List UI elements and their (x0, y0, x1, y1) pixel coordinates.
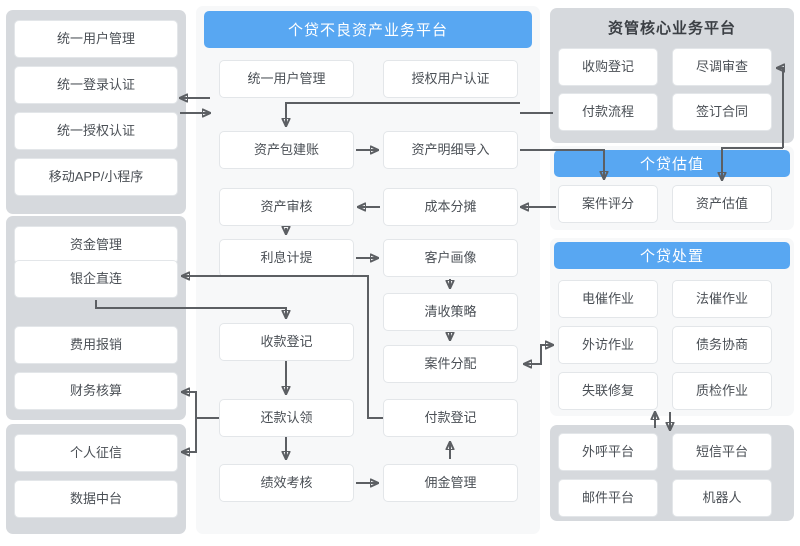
right-disposal-item-debt-negotiation[interactable]: 债务协商 (672, 326, 772, 364)
left-item-data-midplatform[interactable]: 数据中台 (14, 480, 178, 518)
center-node-payment-registration[interactable]: 付款登记 (383, 399, 518, 437)
center-node-asset-review[interactable]: 资产审核 (219, 188, 354, 226)
center-node-authorized-user-auth[interactable]: 授权用户认证 (383, 60, 518, 98)
center-node-case-assignment[interactable]: 案件分配 (383, 345, 518, 383)
right-valuation-title: 个贷估值 (554, 150, 790, 177)
left-item-expense-reimbursement[interactable]: 费用报销 (14, 326, 178, 364)
right-channel-item-outbound-call[interactable]: 外呼平台 (558, 433, 658, 471)
center-node-commission-mgmt[interactable]: 佣金管理 (383, 464, 518, 502)
left-item-unified-user-mgmt[interactable]: 统一用户管理 (14, 20, 178, 58)
left-item-personal-credit[interactable]: 个人征信 (14, 434, 178, 472)
right-valuation-item-case-scoring[interactable]: 案件评分 (558, 185, 658, 223)
right-valuation-item-asset-valuation[interactable]: 资产估值 (672, 185, 772, 223)
center-platform-title: 个贷不良资产业务平台 (204, 11, 532, 48)
right-disposal-item-contact-repair[interactable]: 失联修复 (558, 372, 658, 410)
left-item-bank-enterprise-direct[interactable]: 银企直连 (14, 260, 178, 298)
right-core-platform-title: 资管核心业务平台 (607, 19, 736, 37)
left-item-financial-accounting[interactable]: 财务核算 (14, 372, 178, 410)
right-core-item-purchase-registration[interactable]: 收购登记 (558, 48, 658, 86)
left-item-fund-mgmt[interactable]: 资金管理 (14, 226, 178, 264)
right-disposal-item-legal-collection[interactable]: 法催作业 (672, 280, 772, 318)
right-core-item-due-diligence[interactable]: 尽调审查 (672, 48, 772, 86)
left-item-unified-login-auth[interactable]: 统一登录认证 (14, 66, 178, 104)
center-node-receipt-registration[interactable]: 收款登记 (219, 323, 354, 361)
right-disposal-item-phone-collection[interactable]: 电催作业 (558, 280, 658, 318)
right-core-item-payment-process[interactable]: 付款流程 (558, 93, 658, 131)
right-core-item-sign-contract[interactable]: 签订合同 (672, 93, 772, 131)
center-node-interest-accrual[interactable]: 利息计提 (219, 239, 354, 277)
center-node-repayment-claim[interactable]: 还款认领 (219, 399, 354, 437)
center-node-cost-allocation[interactable]: 成本分摊 (383, 188, 518, 226)
center-node-performance-review[interactable]: 绩效考核 (219, 464, 354, 502)
center-node-asset-detail-import[interactable]: 资产明细导入 (383, 131, 518, 169)
left-item-mobile-app[interactable]: 移动APP/小程序 (14, 158, 178, 196)
right-channel-item-robot[interactable]: 机器人 (672, 479, 772, 517)
right-channel-item-email[interactable]: 邮件平台 (558, 479, 658, 517)
right-disposal-item-field-visit[interactable]: 外访作业 (558, 326, 658, 364)
center-node-unified-user-mgmt[interactable]: 统一用户管理 (219, 60, 354, 98)
center-node-customer-profile[interactable]: 客户画像 (383, 239, 518, 277)
right-disposal-title: 个贷处置 (554, 242, 790, 269)
center-node-collection-strategy[interactable]: 清收策略 (383, 293, 518, 331)
left-item-unified-authorization[interactable]: 统一授权认证 (14, 112, 178, 150)
center-node-asset-package-account[interactable]: 资产包建账 (219, 131, 354, 169)
right-channel-item-sms[interactable]: 短信平台 (672, 433, 772, 471)
right-disposal-item-quality-inspection[interactable]: 质检作业 (672, 372, 772, 410)
